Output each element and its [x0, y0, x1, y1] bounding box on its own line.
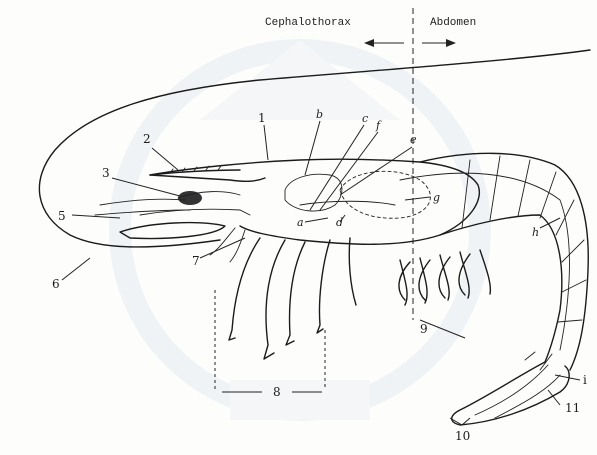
label-5: 5 [58, 209, 66, 223]
pointer-i [555, 375, 580, 380]
pointer-a [305, 218, 328, 222]
label-f: f [375, 119, 382, 132]
telson [475, 365, 560, 418]
watermark-logo [120, 40, 480, 420]
label-7: 7 [192, 254, 200, 268]
label-2: 2 [143, 132, 151, 146]
label-c: c [362, 112, 368, 125]
maxillipeds [210, 228, 245, 262]
label-a: a [297, 216, 304, 229]
label-i: i [583, 373, 587, 387]
antennal-scale [120, 223, 225, 239]
label-b: b [316, 108, 323, 121]
antennule-2 [140, 209, 250, 215]
antennule [95, 199, 190, 215]
pointer-1 [264, 125, 268, 160]
label-h: h [532, 226, 539, 239]
label-d: d [336, 216, 343, 229]
walking-legs [229, 238, 356, 359]
pointer-c [310, 125, 364, 210]
abdomen-arrow-head [446, 39, 456, 47]
label-g: g [433, 191, 440, 204]
label-11: 11 [565, 401, 580, 415]
label-e: e [410, 133, 417, 146]
abdomen-label: Abdomen [430, 17, 476, 29]
cephalothorax-arrow-head [364, 39, 374, 47]
label-8: 8 [273, 385, 281, 399]
label-1: 1 [258, 111, 266, 125]
bracket-8 [215, 290, 325, 392]
uropods [452, 362, 569, 425]
region-header [364, 8, 456, 320]
pointer-e [340, 147, 412, 195]
label-9: 9 [420, 322, 428, 336]
label-3: 3 [102, 166, 110, 180]
pointer-6 [62, 258, 90, 280]
label-10: 10 [455, 429, 470, 443]
pointer-g [405, 197, 430, 200]
abdomen-ventral [440, 215, 562, 362]
pointer-b [305, 121, 320, 175]
cephalothorax-label: Cephalothorax [265, 17, 351, 29]
label-6: 6 [52, 277, 60, 291]
pointer-f [320, 132, 378, 210]
pointer-2 [152, 148, 178, 170]
hepatopancreas [340, 171, 430, 218]
